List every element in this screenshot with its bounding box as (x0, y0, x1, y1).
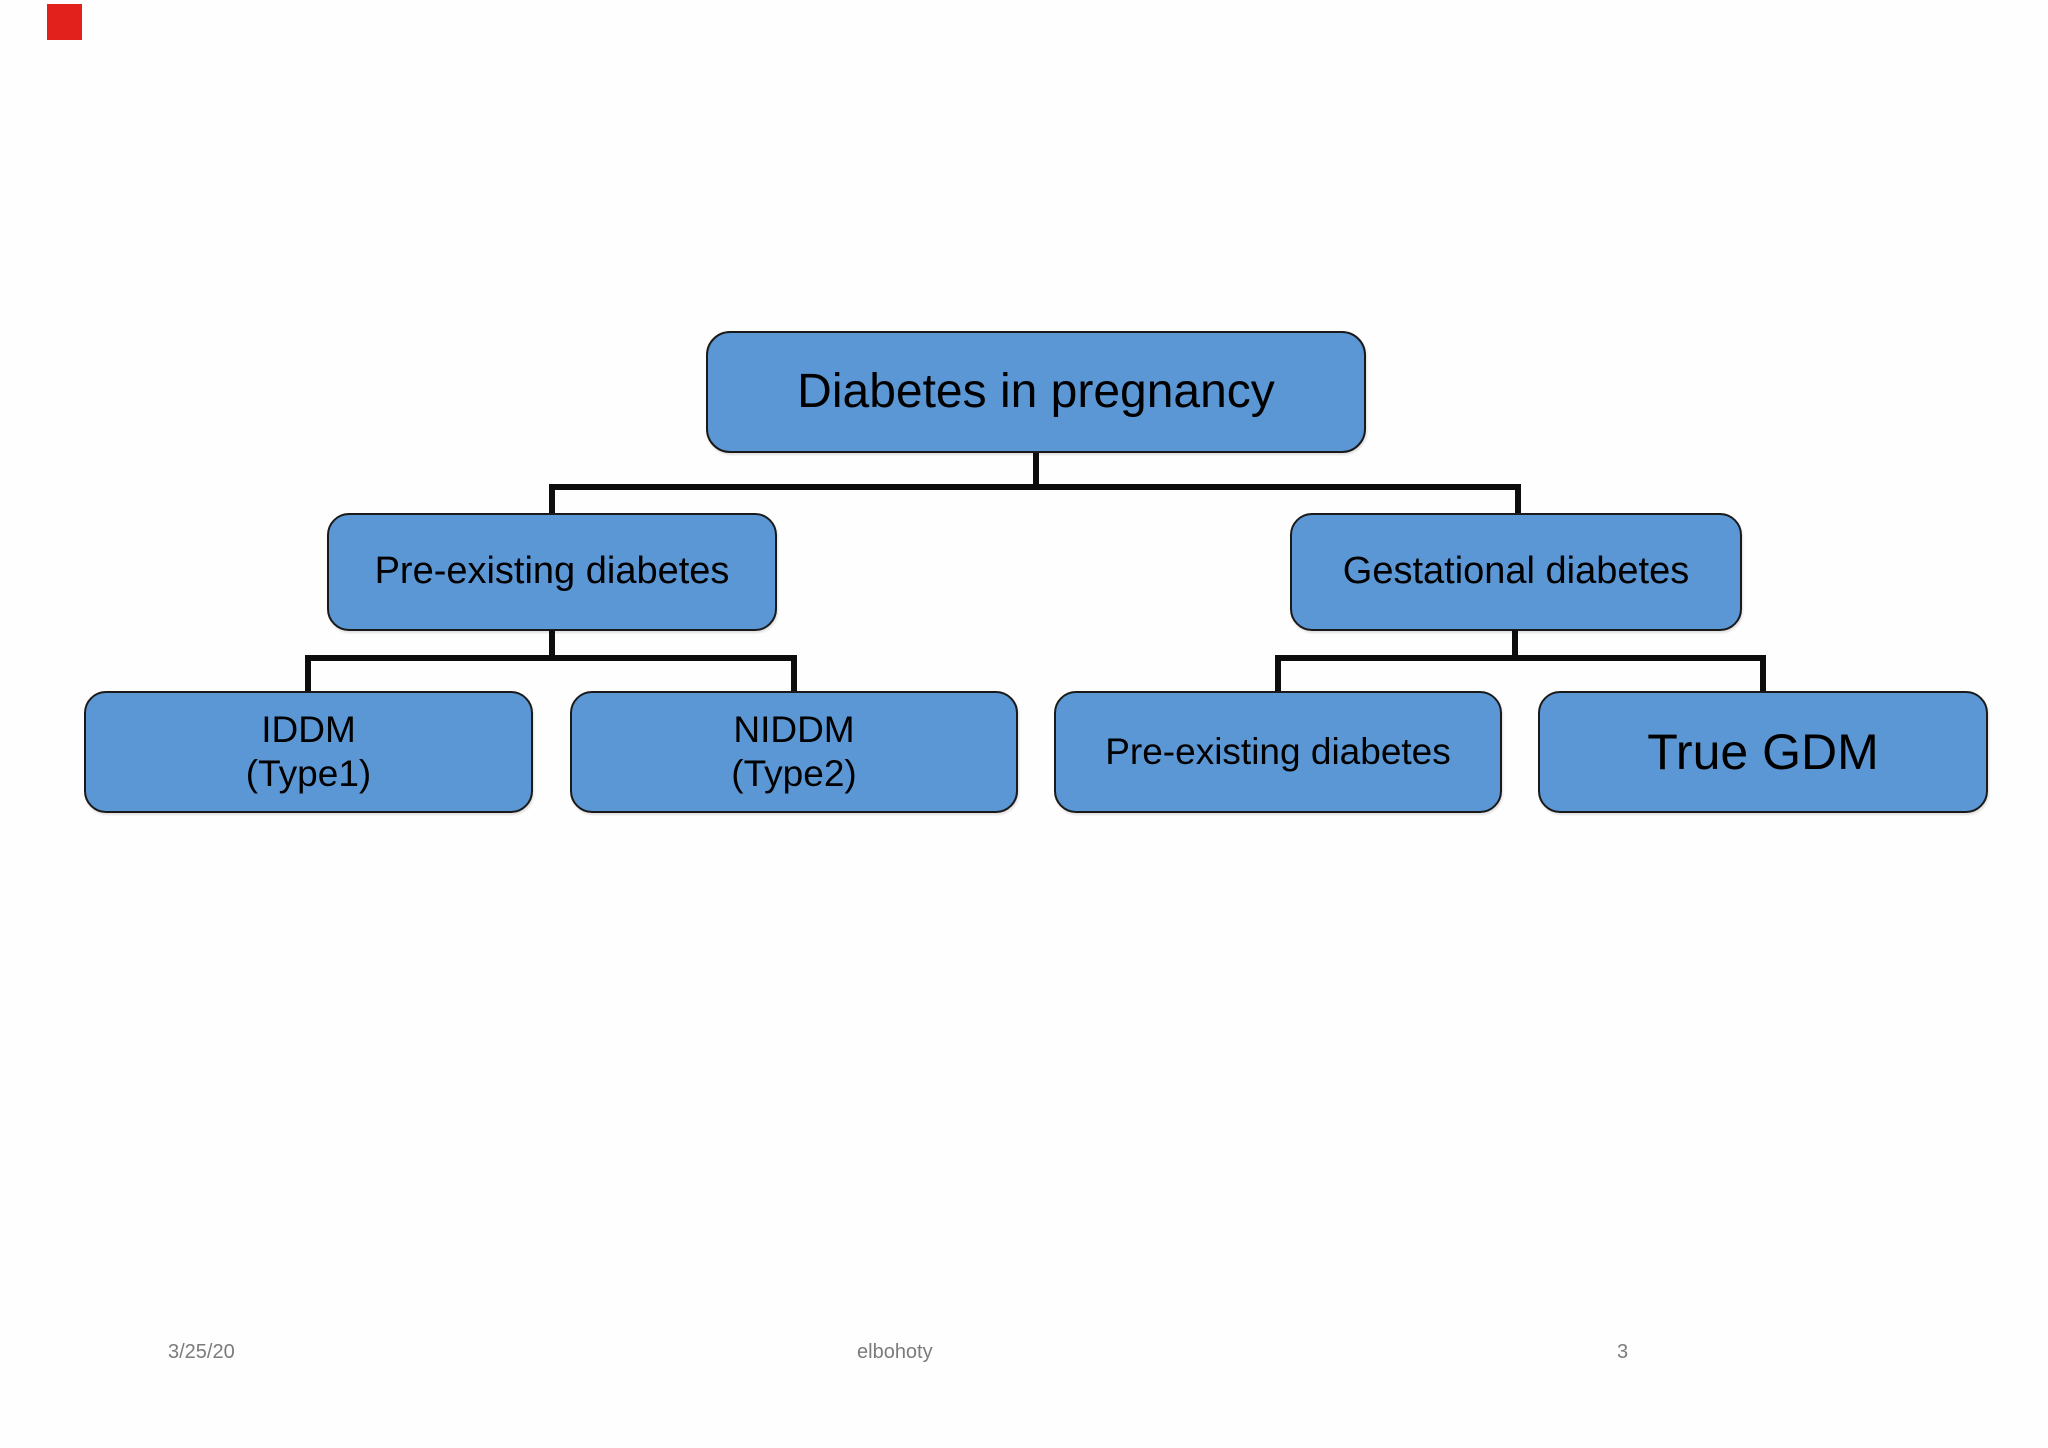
diagram-node-gestational: Gestational diabetes (1290, 513, 1742, 631)
footer-date: 3/25/20 (168, 1341, 235, 1363)
diagram-node-niddm-line2: (Type2) (731, 753, 857, 794)
connector-drop-iddm (305, 655, 311, 693)
connector-drop-truegdm (1760, 655, 1766, 693)
connector-root-stem (1033, 453, 1039, 490)
connector-drop-niddm (791, 655, 797, 693)
diagram-node-true-gdm-label: True GDM (1647, 724, 1879, 780)
diagram-node-pre-existing: Pre-existing diabetes (327, 513, 777, 631)
connector-root-crossbar (549, 484, 1521, 490)
diagram-node-niddm-line1: NIDDM (733, 709, 855, 750)
diagram-node-pre-existing-label: Pre-existing diabetes (374, 550, 730, 593)
diagram-node-root: Diabetes in pregnancy (706, 331, 1366, 453)
connector-drop-preexisting (549, 484, 555, 514)
diagram-node-true-gdm: True GDM (1538, 691, 1988, 813)
diagram-node-iddm: IDDM (Type1) (84, 691, 533, 813)
footer-page-number: 3 (1617, 1341, 1629, 1363)
connector-preexisting-stem (549, 630, 555, 661)
footer-author: elbohoty (857, 1341, 933, 1363)
diagram-node-gestational-label: Gestational diabetes (1342, 550, 1690, 593)
diagram-node-root-label: Diabetes in pregnancy (797, 365, 1275, 419)
connector-drop-preexisting2 (1275, 655, 1281, 693)
connector-gestational-stem (1512, 630, 1518, 661)
diagram-node-pre-existing-2-label: Pre-existing diabetes (1105, 731, 1451, 772)
diagram-node-niddm: NIDDM (Type2) (570, 691, 1018, 813)
connector-drop-gestational (1515, 484, 1521, 514)
connector-gestational-crossbar (1275, 655, 1766, 661)
diagram-node-pre-existing-2: Pre-existing diabetes (1054, 691, 1502, 813)
connector-preexisting-crossbar (305, 655, 797, 661)
diagram-node-iddm-line2: (Type1) (245, 753, 372, 794)
diagram-node-iddm-line1: IDDM (261, 709, 356, 750)
red-corner-marker (47, 4, 82, 40)
